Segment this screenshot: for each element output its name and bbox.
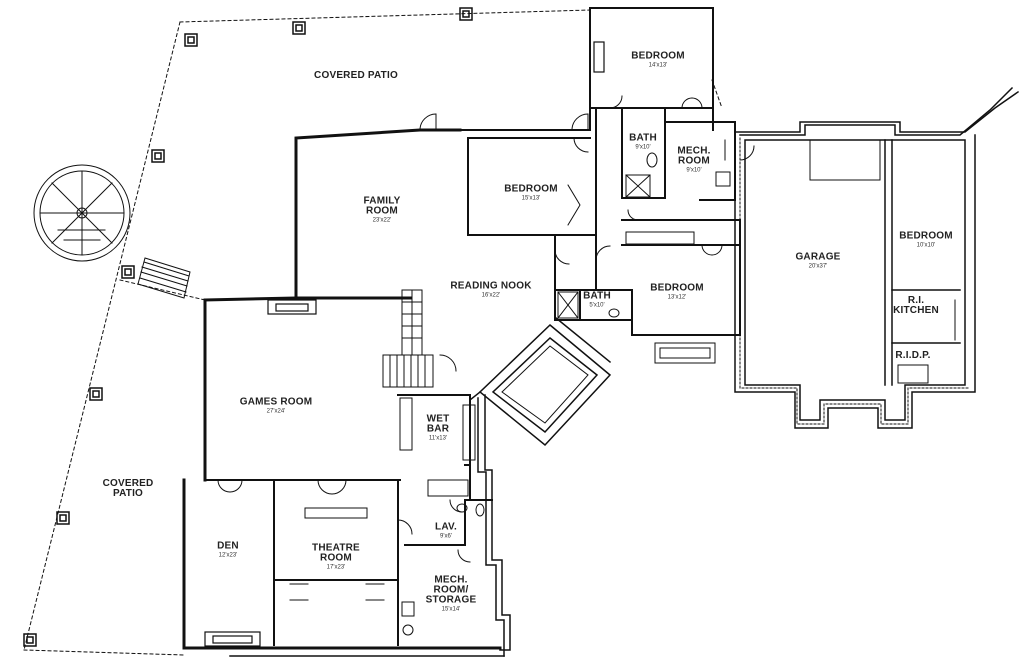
room-label-ridp: R.I.D.P.	[895, 350, 931, 361]
room-label-bedroom-far: BEDROOM 10'x10'	[899, 230, 953, 249]
exterior-walls	[182, 128, 502, 650]
room-label-mech-room-top: MECH. ROOM 9'x10'	[677, 145, 711, 174]
fireplaces	[204, 41, 605, 647]
plumbing-fixtures	[401, 152, 929, 636]
room-label-family-room: FAMILY ROOM 23'x22'	[363, 195, 401, 224]
room-label-reading-nook: READING NOOK 16'x22'	[450, 280, 532, 299]
hot-tub	[468, 316, 612, 447]
room-label-bedroom-right: BEDROOM 13'x12'	[650, 282, 704, 301]
room-label-garage: GARAGE 20'x37'	[795, 251, 841, 270]
room-label-theatre-room: THEATRE ROOM 17'x23'	[312, 542, 360, 571]
room-label-bedroom-mid: BEDROOM 15'x13'	[504, 183, 558, 202]
room-label-ri-kitchen: R.I. KITCHEN	[893, 295, 939, 316]
room-label-covered-patio-top: COVERED PATIO	[314, 70, 398, 81]
room-label-covered-patio-left: COVERED PATIO	[102, 478, 154, 499]
main-staircase	[382, 289, 434, 388]
wet-bar-counter	[304, 397, 476, 519]
room-label-den: DEN 12'x23'	[217, 540, 239, 559]
room-label-wet-bar: WET BAR 11'x13'	[426, 413, 450, 442]
lower-foundation	[229, 394, 511, 657]
spiral-staircase	[33, 164, 131, 262]
door-swings	[217, 95, 755, 563]
room-label-lav: LAV. 9'x6'	[435, 521, 457, 540]
patio-columns	[23, 7, 473, 647]
windows	[289, 107, 956, 601]
room-label-games-room: GAMES ROOM 27'x24'	[239, 396, 313, 415]
exterior-steps	[137, 257, 191, 299]
room-label-bath-top: BATH 9'x10'	[629, 132, 657, 151]
room-label-bedroom-top: BEDROOM 14'x13'	[631, 50, 685, 69]
room-label-mech-storage: MECH. ROOM/ STORAGE 15'x14'	[425, 574, 477, 613]
garage-walls	[734, 86, 1020, 429]
covered-patio-outline	[23, 9, 723, 656]
interior-walls	[204, 7, 741, 646]
room-label-bath-mid: BATH 5'x10'	[583, 290, 611, 309]
